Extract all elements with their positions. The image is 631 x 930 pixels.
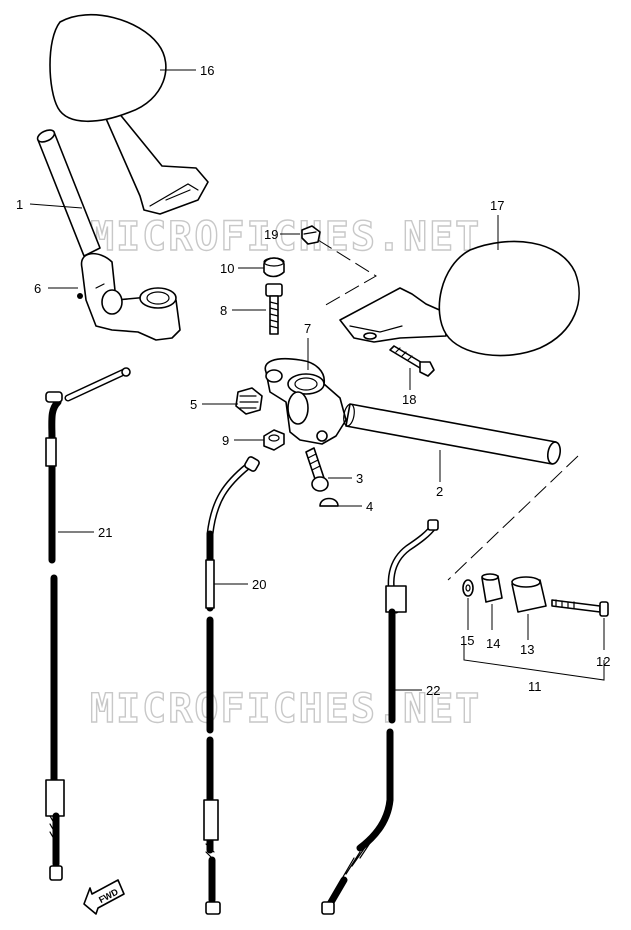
callout-17: 17 (490, 198, 504, 213)
clamp-screw[interactable] (305, 447, 329, 492)
callout-8: 8 (220, 303, 227, 318)
right-handlebar-clamp[interactable] (264, 357, 347, 445)
callout-21: 21 (98, 525, 112, 540)
callout-16: 16 (200, 63, 214, 78)
washer[interactable] (462, 579, 474, 597)
callout-6: 6 (34, 281, 41, 296)
left-mirror[interactable] (49, 13, 209, 215)
right-handlebar-tube[interactable] (342, 403, 562, 465)
mirror-nut[interactable] (301, 225, 321, 245)
callout-1: 1 (16, 197, 23, 212)
bar-end-weight[interactable] (511, 576, 547, 613)
callout-4: 4 (366, 499, 373, 514)
watermark-top: MICROFICHES.NET (90, 214, 481, 260)
callout-14: 14 (486, 636, 500, 651)
callout-2: 2 (436, 484, 443, 499)
callout-20: 20 (252, 577, 266, 592)
adjuster-knob[interactable] (235, 387, 263, 415)
callout-11: 11 (528, 679, 542, 694)
callout-10: 10 (220, 261, 234, 276)
cable-20[interactable] (203, 456, 260, 915)
mirror-bolt[interactable] (389, 345, 435, 377)
bar-end-screw[interactable] (551, 599, 609, 617)
callout-15: 15 (460, 633, 474, 648)
clamp-bolt[interactable] (265, 283, 283, 335)
callout-5: 5 (190, 397, 197, 412)
cable-21[interactable] (45, 367, 131, 881)
watermark-bottom: MICROFICHES.NET (90, 686, 481, 732)
right-mirror[interactable] (339, 240, 580, 357)
callout-13: 13 (520, 642, 534, 657)
left-handlebar-clamp[interactable] (77, 252, 181, 341)
bar-end-spacer[interactable] (481, 573, 503, 603)
callout-3: 3 (356, 471, 363, 486)
callout-19: 19 (264, 227, 278, 242)
callout-7: 7 (304, 321, 311, 336)
left-handlebar-tube[interactable] (36, 128, 101, 257)
forward-arrow-icon: FWD (83, 879, 125, 915)
cable-22[interactable] (321, 519, 439, 915)
screw-cap[interactable] (319, 497, 339, 507)
callout-12: 12 (596, 654, 610, 669)
bolt-cap[interactable] (263, 257, 285, 278)
callout-22: 22 (426, 683, 440, 698)
callout-9: 9 (222, 433, 229, 448)
hex-nut[interactable] (263, 429, 285, 451)
callout-18: 18 (402, 392, 416, 407)
